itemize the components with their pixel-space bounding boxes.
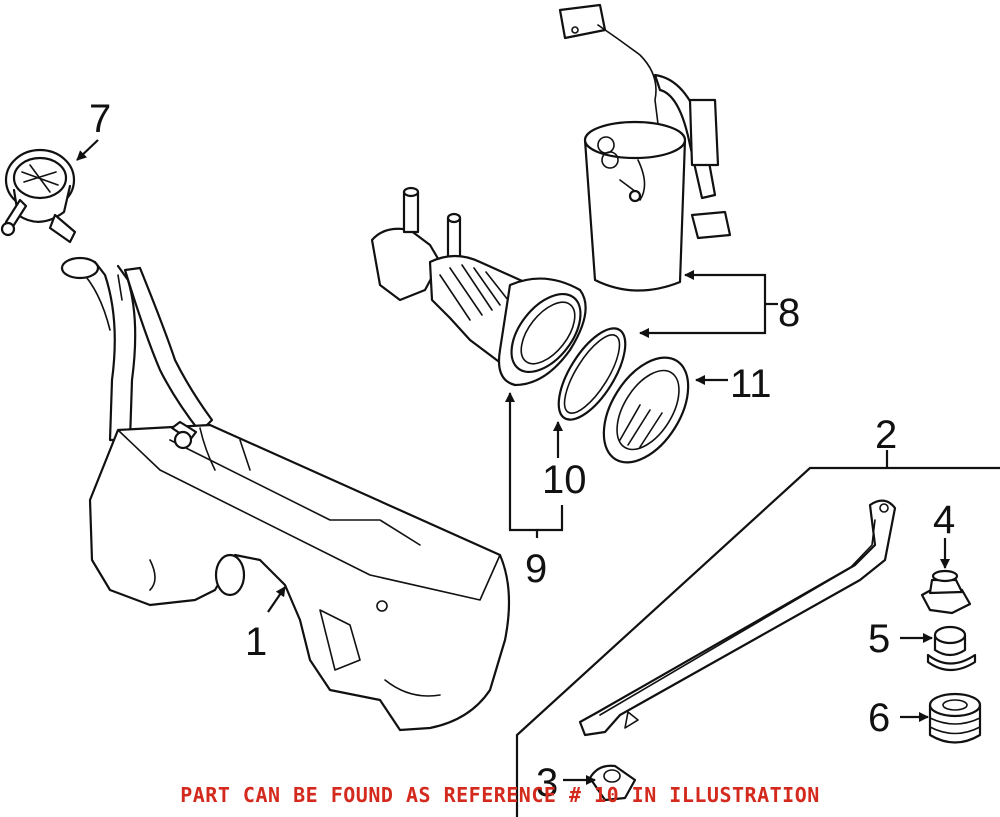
callout-3: 3	[536, 761, 558, 805]
callout-7: 7	[89, 97, 111, 141]
pump-flange-part[interactable]	[370, 186, 594, 387]
callout-10: 10	[542, 458, 587, 502]
strap-part[interactable]	[578, 499, 897, 737]
callout-5: 5	[868, 617, 890, 661]
bushing-part[interactable]	[926, 625, 977, 672]
callout-9: 9	[525, 547, 547, 591]
callout-2: 2	[875, 413, 897, 457]
callout-1: 1	[245, 620, 267, 664]
fuel-tank-part[interactable]	[60, 256, 511, 732]
fuel-pump-part[interactable]	[558, 3, 732, 292]
leader-lines	[76, 139, 1000, 817]
callout-11: 11	[730, 362, 772, 406]
seal-ring-part[interactable]	[546, 318, 638, 430]
vent-valve-part[interactable]	[0, 148, 77, 244]
clip-part[interactable]	[588, 764, 637, 802]
callout-8: 8	[778, 291, 800, 335]
callout-4: 4	[933, 498, 955, 542]
callout-6: 6	[868, 696, 890, 740]
nut-part[interactable]	[920, 569, 972, 615]
reference-note: PART CAN BE FOUND AS REFERENCE # 10 IN I…	[180, 783, 820, 807]
lock-ring-part[interactable]	[586, 343, 705, 477]
grommet-part[interactable]	[928, 692, 982, 744]
